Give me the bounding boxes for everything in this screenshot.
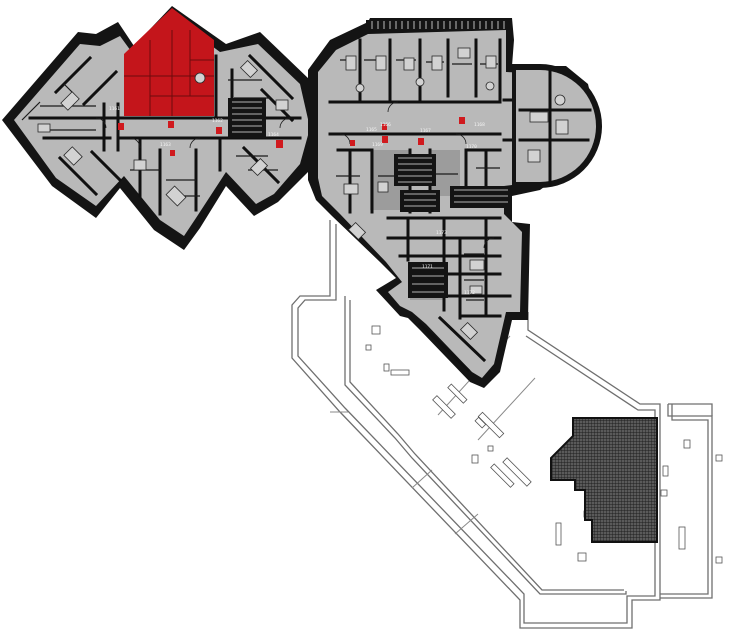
unit-tag: 1166 bbox=[380, 122, 391, 128]
unit-tag: 1171 bbox=[422, 264, 433, 270]
stair-cores bbox=[228, 98, 512, 298]
unit-tag: 1163 bbox=[160, 142, 171, 148]
roof-terrace-outline bbox=[291, 220, 713, 629]
unit-tag: 1173 bbox=[436, 230, 447, 236]
roof-ridge bbox=[366, 20, 512, 30]
unit-tag: 1169 bbox=[372, 142, 383, 148]
highlighted-apartment bbox=[124, 8, 214, 116]
unit-tag: 1172 bbox=[464, 290, 475, 296]
furniture bbox=[37, 47, 569, 341]
unit-tag: 1165 bbox=[366, 127, 377, 133]
roof-fixtures bbox=[365, 325, 723, 564]
door-swings bbox=[95, 101, 495, 249]
entrance-markers bbox=[118, 117, 465, 156]
unit-tag: 1170 bbox=[466, 144, 477, 150]
roof-hatched-block bbox=[550, 417, 658, 543]
ridge-ticks bbox=[371, 21, 505, 29]
unit-tag: 1161 bbox=[109, 106, 120, 112]
unit-tag: 1168 bbox=[474, 122, 485, 128]
unit-tag: 1162 bbox=[212, 118, 223, 124]
unit-tag: 1164 bbox=[268, 132, 279, 138]
unit-tags: 1161 1162 1163 1164 1165 1166 1167 1168 … bbox=[109, 106, 485, 296]
unit-tag: 1167 bbox=[420, 128, 431, 134]
